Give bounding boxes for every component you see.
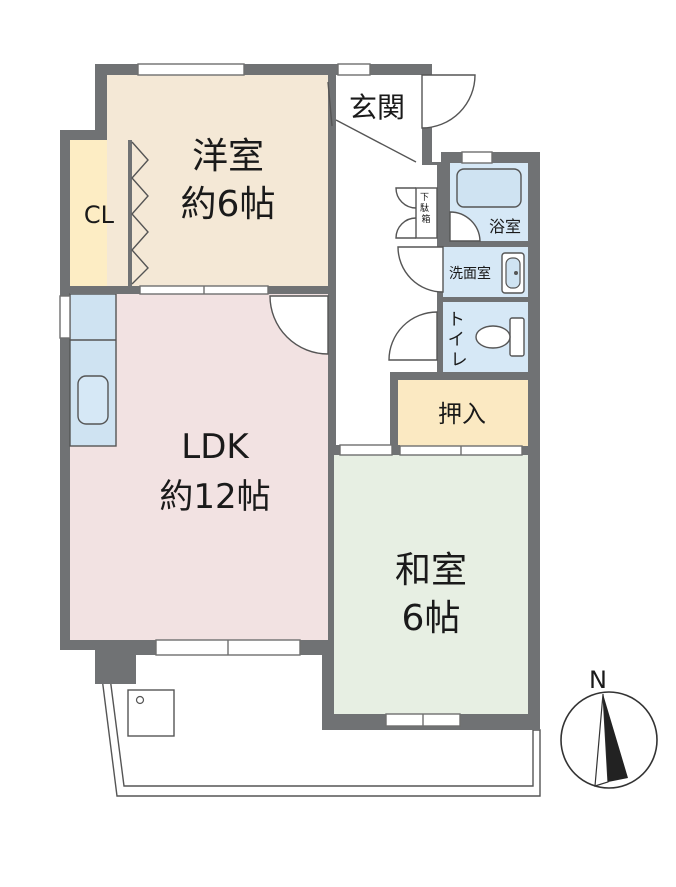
oshiire-closet <box>398 380 528 446</box>
shoe-box-label-2: 駄 <box>420 202 429 214</box>
japanese-room <box>334 455 528 714</box>
japanese-room-size: 6帖 <box>402 598 461 639</box>
bath-label: 浴室 <box>489 217 521 236</box>
compass-north-label: N <box>589 666 607 694</box>
wall-western-hall <box>328 75 336 295</box>
bath-door-swing <box>449 211 481 242</box>
closet-bifold-doors <box>131 141 149 285</box>
wall-bath-wash <box>443 241 528 247</box>
bathtub <box>456 168 522 208</box>
western-door-leaf <box>327 81 333 127</box>
sliding-door-japanese <box>339 444 393 456</box>
shoe-box-label-1: 下 <box>420 193 429 203</box>
western-room <box>107 75 328 286</box>
oshiire-label: 押入 <box>438 400 486 428</box>
wall-wash-toilet <box>443 297 528 302</box>
toilet-label-1: ト <box>448 310 465 330</box>
toilet-door-swing <box>388 311 438 361</box>
closet-label: CL <box>84 201 115 229</box>
japanese-room-name: 和室 <box>395 550 467 591</box>
entrance-label: 玄関 <box>349 91 405 124</box>
toilet-label: ト イ レ <box>448 310 470 370</box>
window-bath-top <box>461 151 493 164</box>
washroom-door-swing <box>397 246 444 293</box>
entrance-door-swing <box>421 74 476 129</box>
compass: N <box>560 666 658 789</box>
ldk-door-swing <box>269 295 329 355</box>
wall-toilet-bottom <box>437 372 530 380</box>
toilet-label-2: イ <box>448 330 465 350</box>
window-kitchen-side <box>59 295 71 339</box>
window-hall-top <box>337 63 371 76</box>
ldk-name: LDK <box>181 427 250 467</box>
toilet-bowl <box>475 325 511 349</box>
washbasin-drain <box>514 271 518 275</box>
drain-icon <box>135 695 145 705</box>
ldk-size: 約12帖 <box>159 477 270 517</box>
toilet-label-3: レ <box>451 350 468 370</box>
toilet-tank <box>509 317 525 357</box>
shoe-box-label-3: 箱 <box>421 213 430 225</box>
wall-ldk-hall <box>328 355 334 650</box>
western-room-size: 約6帖 <box>181 184 276 225</box>
kitchen-sink <box>77 375 109 425</box>
shoe-box-label: 下 駄 箱 <box>420 193 432 225</box>
wall-oshiire-left <box>390 372 398 455</box>
air-conditioner-unit <box>127 689 175 737</box>
window-western-top <box>137 63 245 76</box>
shoe-box-door <box>395 187 417 209</box>
compass-needle-right <box>603 694 628 782</box>
western-room-name: 洋室 <box>192 136 264 177</box>
washbasin-bowl <box>505 257 521 289</box>
wall-closet-western <box>128 140 132 286</box>
entrance-step-line <box>335 119 417 163</box>
shoe-box <box>415 187 438 239</box>
washroom-label: 洗面室 <box>449 265 491 282</box>
shoe-box-door-2 <box>395 217 417 239</box>
